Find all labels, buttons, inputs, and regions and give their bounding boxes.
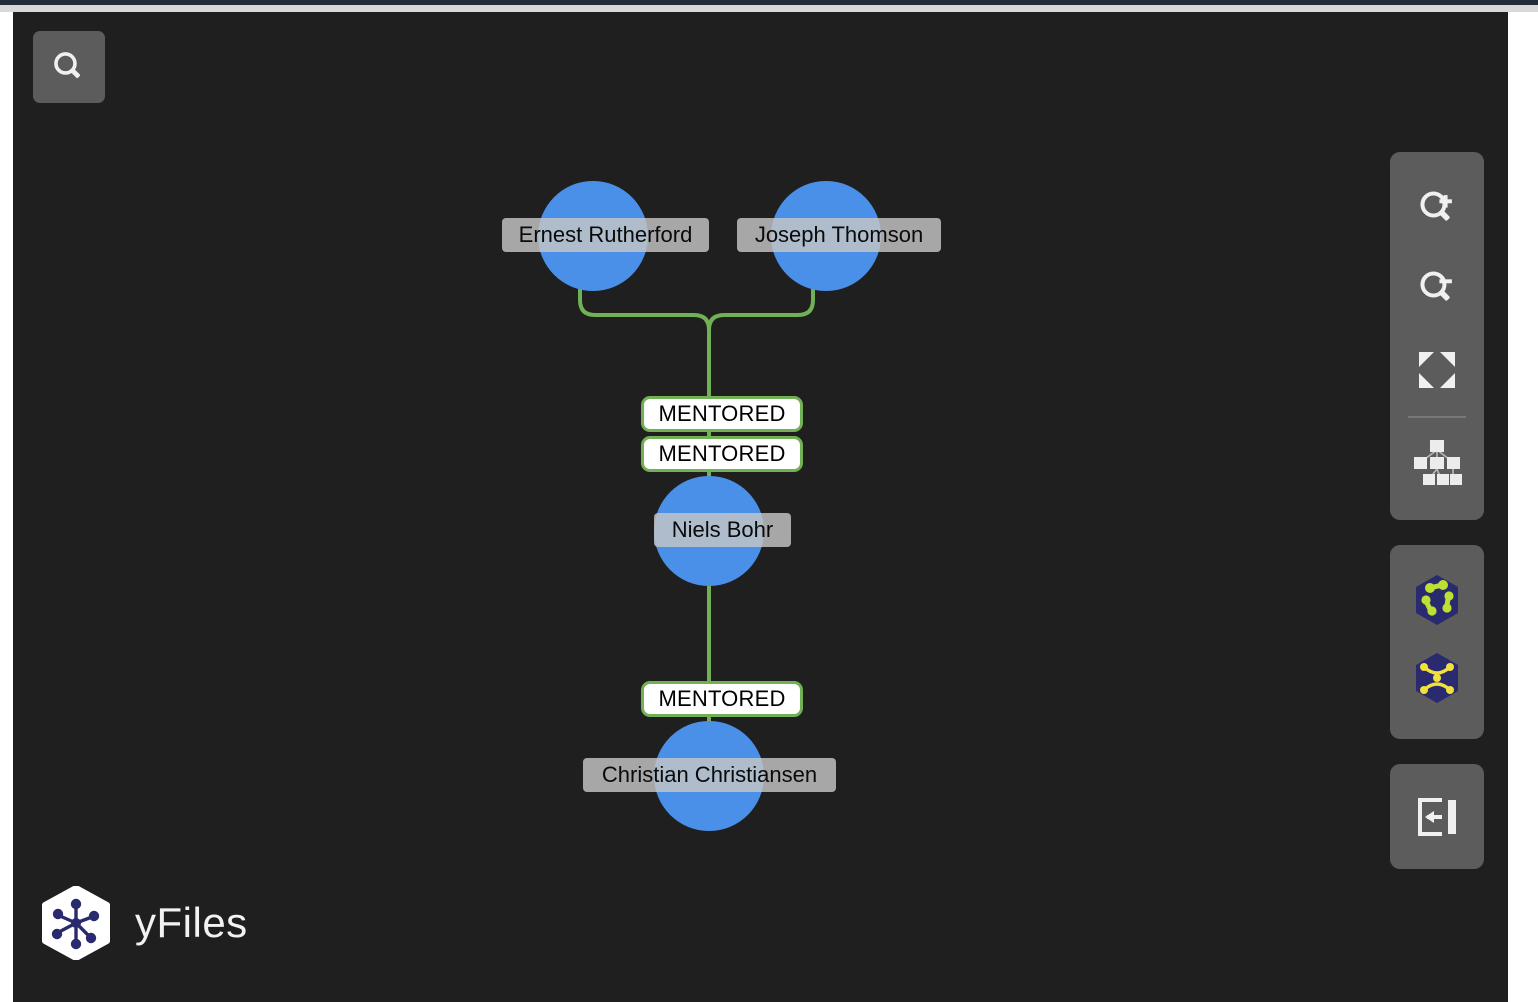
window-chrome-light-strip (0, 5, 1538, 12)
zoom-in-icon (1420, 191, 1452, 221)
zoom-out-button[interactable] (1390, 250, 1484, 330)
zoom-in-button[interactable] (1390, 170, 1484, 250)
graph-app-button[interactable] (1390, 561, 1484, 639)
node-label-ernest-rutherford[interactable]: Ernest Rutherford (502, 218, 709, 252)
edge-joseph-niels[interactable] (707, 287, 815, 484)
collapse-panel-icon (1418, 797, 1456, 836)
zoom-toolbar (1390, 152, 1484, 520)
collapse-sidebar-button[interactable] (1390, 777, 1484, 857)
fit-content-button[interactable] (1390, 330, 1484, 410)
edge-label-mentored-2[interactable]: MENTORED (641, 436, 803, 472)
collapse-toolbar (1390, 764, 1484, 869)
search-icon (54, 52, 81, 79)
edge-label-mentored-1[interactable]: MENTORED (641, 396, 803, 432)
neo4j-graph-icon (1416, 575, 1458, 625)
edge-label-mentored-3[interactable]: MENTORED (641, 681, 803, 717)
search-button[interactable] (33, 31, 105, 103)
toolbar-divider (1408, 416, 1466, 418)
hierarchic-layout-icon (1414, 440, 1462, 485)
node-label-niels-bohr[interactable]: Niels Bohr (654, 513, 791, 547)
fit-content-icon (1419, 352, 1455, 388)
window-chrome-top (0, 0, 1538, 5)
orbit-app-button[interactable] (1390, 639, 1484, 717)
zoom-out-icon (1420, 271, 1452, 301)
layout-button[interactable] (1390, 422, 1484, 500)
node-label-christian-christiansen[interactable]: Christian Christiansen (583, 758, 836, 792)
graph-edges-layer (578, 287, 815, 754)
neo4j-orbit-icon (1416, 653, 1458, 703)
node-label-joseph-thomson[interactable]: Joseph Thomson (737, 218, 941, 252)
yfiles-brand: yFiles (39, 886, 248, 960)
yfiles-brand-text: yFiles (135, 899, 248, 946)
yfiles-logo-icon (42, 886, 110, 960)
graph-canvas[interactable]: MENTORED MENTORED MENTORED Ernest Ruther… (13, 12, 1508, 1002)
apps-toolbar (1390, 545, 1484, 739)
